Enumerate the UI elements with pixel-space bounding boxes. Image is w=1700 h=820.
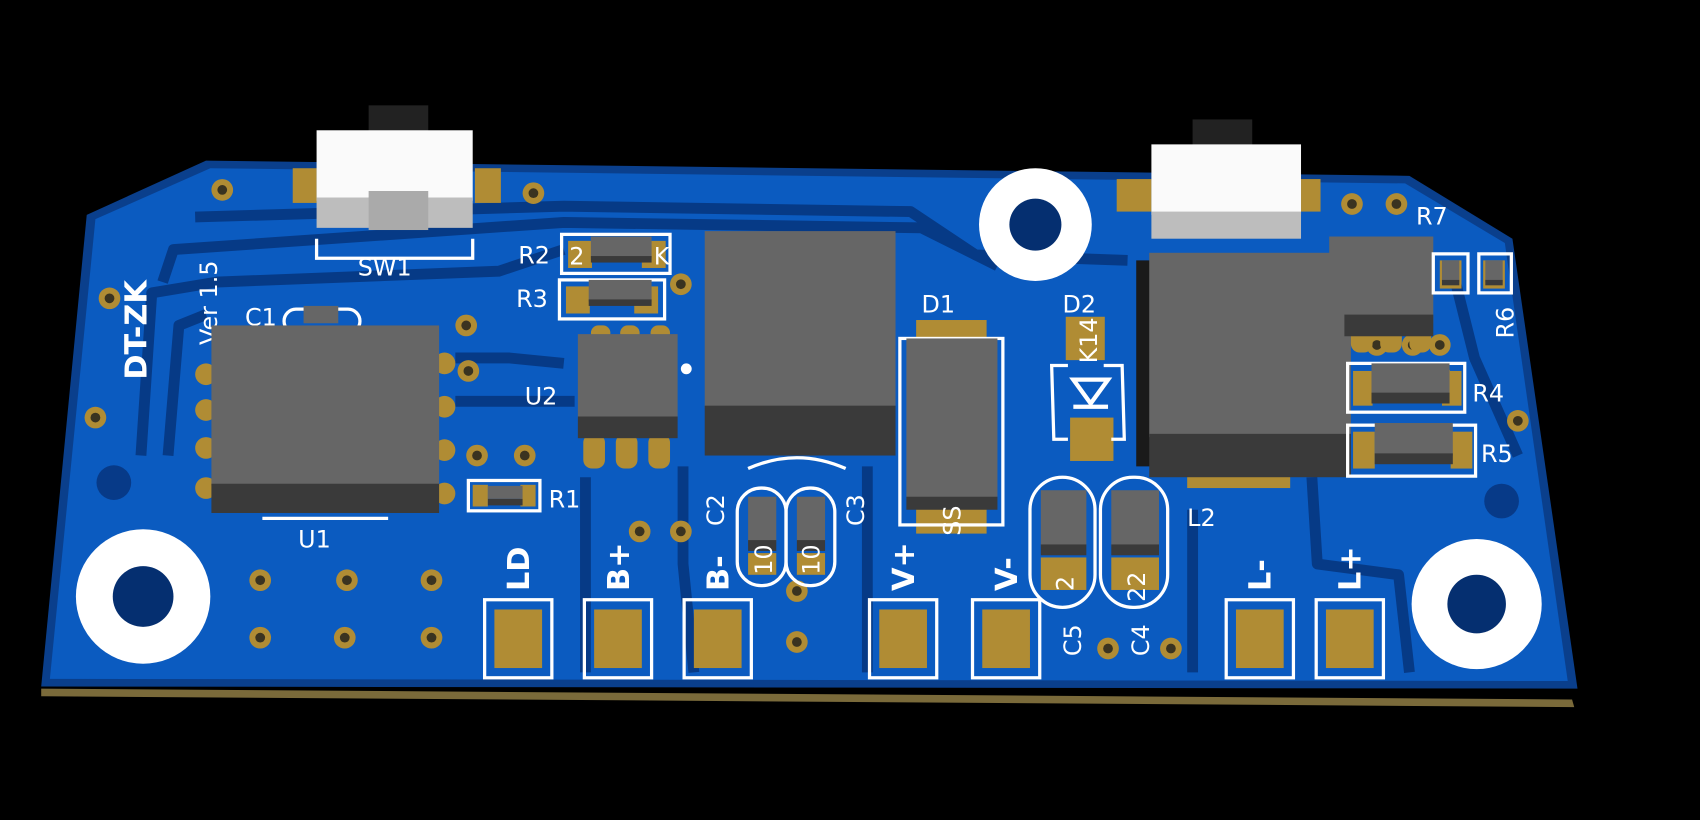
pad-label: V- <box>990 557 1025 591</box>
label-d2: D2 <box>1062 290 1096 318</box>
board-title: DT-ZK <box>119 279 154 380</box>
c3-marking: 10 <box>798 544 826 574</box>
c4-marking: 22 <box>1123 572 1151 602</box>
pad-label: V+ <box>887 542 922 591</box>
inductor-l1 <box>704 231 896 471</box>
resistor-r2: 2 K R2 <box>518 232 672 276</box>
label-u1: U1 <box>298 526 331 554</box>
switch-sw1[interactable]: SW1 <box>292 105 501 282</box>
capacitor-c4: 22 C4 <box>1098 475 1170 656</box>
resistor-r6: R6 <box>1477 252 1520 339</box>
label-r1: R1 <box>549 486 581 514</box>
c2-marking: 10 <box>750 544 778 574</box>
capacitor-c2: 10 C2 <box>702 486 788 588</box>
label-u2: U2 <box>525 383 558 411</box>
label-r2: R2 <box>518 242 550 270</box>
pad-ld[interactable]: LD <box>483 547 554 680</box>
resistor-r7: R7 <box>1416 203 1470 295</box>
capacitor-c5: 2 C5 <box>1028 475 1097 656</box>
d2-marking: K14 <box>1075 317 1103 363</box>
pad-label: L- <box>1244 559 1279 591</box>
pad-label: LD <box>502 547 537 592</box>
pad-bminus[interactable]: B- <box>682 555 753 680</box>
capacitor-c3: 10 C3 <box>784 486 870 588</box>
inductor-l2: L2 <box>1136 252 1351 532</box>
label-r3: R3 <box>516 285 548 313</box>
vias <box>84 179 1529 660</box>
label-l2: L2 <box>1187 504 1215 532</box>
d1-marking: SS <box>939 505 967 535</box>
label-r4: R4 <box>1472 379 1504 407</box>
label-c5: C5 <box>1059 624 1087 656</box>
label-sw1: SW1 <box>358 254 412 282</box>
r2-marking: K <box>654 243 671 271</box>
ic-u1: U1 <box>195 325 456 554</box>
edge-pads: LD B+ B- V+ V- L- L+ <box>483 542 1386 680</box>
ic-u2: U2 <box>525 325 692 469</box>
c5-marking: 2 <box>1051 576 1079 591</box>
label-c2: C2 <box>702 494 730 526</box>
label-r6: R6 <box>1492 307 1520 339</box>
resistor-r1: R1 <box>466 478 581 514</box>
label-r7: R7 <box>1416 203 1448 231</box>
label-d1: D1 <box>922 290 956 318</box>
label-c3: C3 <box>842 494 870 526</box>
pad-lminus[interactable]: L- <box>1224 559 1296 680</box>
resistor-r3: R3 <box>516 278 667 321</box>
pad-label: L+ <box>1334 546 1369 591</box>
pad-vplus[interactable]: V+ <box>867 542 939 680</box>
pad-lplus[interactable]: L+ <box>1314 546 1386 680</box>
pad-vminus[interactable]: V- <box>970 557 1042 680</box>
pad-label: B- <box>702 555 737 591</box>
resistor-r4: R4 <box>1346 361 1504 414</box>
diode-d2: K14 D2 <box>1049 290 1126 461</box>
resistor-r5: R5 <box>1346 423 1513 478</box>
pad-bplus[interactable]: B+ <box>582 542 654 680</box>
label-c4: C4 <box>1127 624 1155 656</box>
ic-u3 <box>1329 236 1434 353</box>
diode-d1: SS D1 <box>898 290 1005 536</box>
copper-traces <box>135 200 1523 673</box>
switch-sw2[interactable] <box>1116 119 1321 239</box>
pad-label: B+ <box>602 542 637 591</box>
mounting-holes <box>75 168 1542 670</box>
r2-marking: 2 <box>569 243 584 271</box>
label-r5: R5 <box>1481 440 1513 468</box>
